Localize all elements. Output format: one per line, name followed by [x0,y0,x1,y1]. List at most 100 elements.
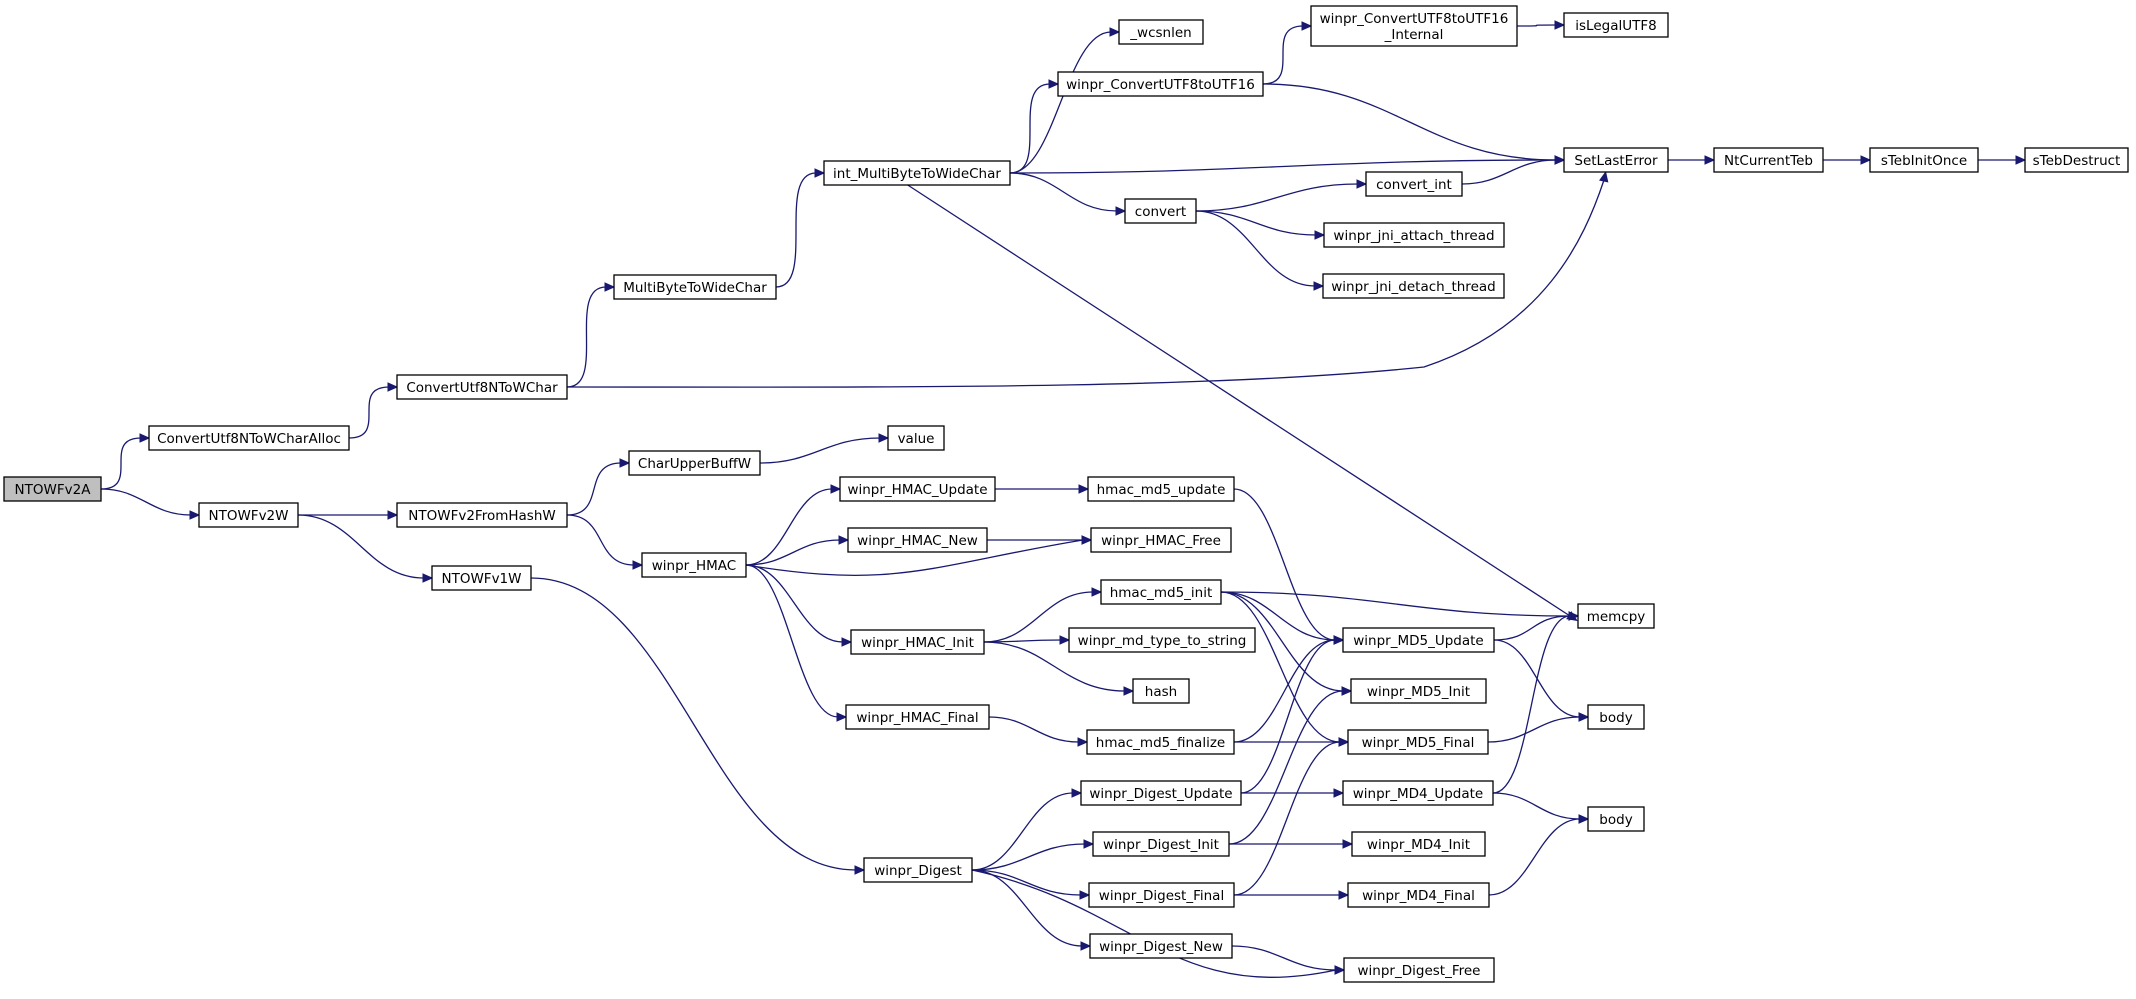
node-convert-int[interactable]: convert_int [1365,171,1463,197]
edge-winpr-hmac-new-to-winpr-hmac-free [987,535,1093,545]
edge-arrowhead [1115,206,1127,216]
node-winpr-jni-attach-thread[interactable]: winpr_jni_attach_thread [1323,222,1505,248]
node-hmac-md5-init[interactable]: hmac_md5_init [1100,579,1222,605]
node-convert-utf8-nto-wchar[interactable]: ConvertUtf8NToWChar [396,374,568,400]
edge-line [1492,615,1571,794]
node-body1[interactable]: body [1587,704,1645,730]
edge-nt-current-teb-to-s-teb-init-once [1822,155,1872,165]
edge-winpr-digest-new-to-winpr-digest-free [1231,945,1346,975]
node-value[interactable]: value [887,425,945,451]
node-int-multi-byte-to-wide-char[interactable]: int_MultiByteToWideChar [823,160,1011,186]
edge-line [1493,615,1571,641]
node-s-teb-init-once[interactable]: sTebInitOnce [1869,147,1979,173]
node-box [850,629,985,655]
node-winpr-md-type-to-string[interactable]: winpr_md_type_to_string [1068,627,1256,653]
node-label: hmac_md5_update [1097,482,1226,498]
node-winpr-digest[interactable]: winpr_Digest [863,857,973,883]
node-box [641,552,747,578]
node-memcpy[interactable]: memcpy [1577,603,1655,629]
node-box [1343,957,1495,983]
node-winpr-hmac-free[interactable]: winpr_HMAC_Free [1090,527,1232,553]
edge-arrowhead [2015,155,2027,165]
node-body2[interactable]: body [1587,806,1645,832]
node-convert-utf8-nto-wchar-alloc[interactable]: ConvertUtf8NToWCharAlloc [148,425,350,451]
edge-winpr-hmac-to-winpr-hmac-new [745,535,850,566]
edge-line [100,437,142,490]
node-ntowfv2-w[interactable]: NTOWFv2W [198,502,299,528]
edge-winpr-hmac-to-winpr-hmac-final [745,564,848,722]
node-hash[interactable]: hash [1132,678,1190,704]
edge-arrowhead [1091,587,1103,597]
node-winpr-hmac-update[interactable]: winpr_HMAC_Update [839,476,996,502]
node-winpr-md4-update[interactable]: winpr_MD4_Update [1342,780,1494,806]
node-convert[interactable]: convert [1124,198,1197,224]
edge-arrowhead [1071,788,1083,798]
node-label: hmac_md5_finalize [1096,735,1225,751]
node-nt-current-teb[interactable]: NtCurrentTeb [1713,147,1824,173]
edge-ntowfv2-a-to-ntowfv2-w [100,488,201,520]
edge-arrowhead [1704,155,1716,165]
edge-winpr-convert-utf8to-utf16-to-set-last-error [1262,83,1566,165]
edge-arrowhead [189,510,201,520]
node-s-teb-destruct[interactable]: sTebDestruct [2024,147,2129,173]
node-box [845,704,990,730]
node-winpr-md4-init[interactable]: winpr_MD4_Init [1351,831,1486,857]
edge-line [1240,639,1336,794]
node-ntowfv1-w[interactable]: NTOWFv1W [431,565,532,591]
edge-int-multi-byte-to-wide-char-to-wcsnlen [1009,27,1121,174]
node-is-legal-utf8[interactable]: isLegalUTF8 [1563,12,1669,38]
node-box [1080,780,1242,806]
node-winpr-md4-final[interactable]: winpr_MD4_Final [1347,882,1490,908]
node-winpr-convert-utf8to-utf16[interactable]: winpr_ConvertUTF8toUTF16 [1057,71,1264,97]
node-hmac-md5-update[interactable]: hmac_md5_update [1087,476,1235,502]
node-label: hmac_md5_init [1110,585,1213,601]
edge-line [988,716,1080,743]
edge-line [971,792,1074,871]
node-label: winpr_Digest_New [1099,939,1223,955]
node-ntowfv2-from-hash-w[interactable]: NTOWFv2FromHashW [396,502,568,528]
node-winpr-jni-detach-thread[interactable]: winpr_jni_detach_thread [1322,273,1505,299]
node-winpr-md5-init[interactable]: winpr_MD5_Init [1350,678,1487,704]
edge-line [971,869,1083,947]
node-winpr-digest-free[interactable]: winpr_Digest_Free [1343,957,1495,983]
edge-arrowhead [1554,155,1566,165]
edge-line [566,286,607,388]
node-ntowfv2-a[interactable]: NTOWFv2A [3,476,102,502]
edge-winpr-digest-update-to-winpr-md4-update [1241,788,1345,798]
node-hmac-md5-finalize[interactable]: hmac_md5_finalize [1086,729,1235,755]
node-winpr-hmac-new[interactable]: winpr_HMAC_New [847,527,988,553]
edge-winpr-md4-update-to-body2 [1492,792,1590,824]
node-wcsnlen[interactable]: _wcsnlen [1118,19,1204,45]
edge-arrowhead [1079,890,1091,900]
edge-line [1195,210,1316,287]
edge-line [1262,83,1557,161]
node-winpr-hmac-init[interactable]: winpr_HMAC_Init [850,629,985,655]
edge-arrowhead [1599,170,1609,183]
node-winpr-md5-final[interactable]: winpr_MD5_Final [1347,729,1489,755]
node-winpr-md5-update[interactable]: winpr_MD5_Update [1342,627,1495,653]
node-label: isLegalUTF8 [1575,18,1656,34]
node-winpr-digest-init[interactable]: winpr_Digest_Init [1092,831,1230,857]
node-winpr-digest-update[interactable]: winpr_Digest_Update [1080,780,1242,806]
node-winpr-digest-new[interactable]: winpr_Digest_New [1089,933,1233,959]
edge-arrowhead [1334,965,1346,975]
edge-arrowhead [632,560,644,570]
edge-line [1461,159,1557,185]
node-winpr-hmac-final[interactable]: winpr_HMAC_Final [845,704,990,730]
node-box [887,425,945,451]
node-label: winpr_HMAC_Free [1101,533,1221,549]
edge-line [1516,24,1557,27]
node-winpr-hmac[interactable]: winpr_HMAC [641,552,747,578]
node-set-last-error[interactable]: SetLastError [1563,147,1669,173]
node-winpr-digest-final[interactable]: winpr_Digest_Final [1088,882,1235,908]
edge-winpr-convert-utf8to-utf16-to-winpr-convert-utf8to-utf16-internal [1262,21,1313,85]
node-multi-byte-to-wide-char[interactable]: MultiByteToWideChar [613,274,777,300]
edge-line [1195,210,1317,236]
node-box [1577,603,1655,629]
node-box [1124,198,1197,224]
node-char-upper-buff-w[interactable]: CharUpperBuffW [628,450,761,476]
node-winpr-convert-utf8to-utf16-internal[interactable]: winpr_ConvertUTF8toUTF16_Internal [1310,5,1518,47]
edge-line [1220,591,1336,641]
edge-arrowhead [1860,155,1872,165]
